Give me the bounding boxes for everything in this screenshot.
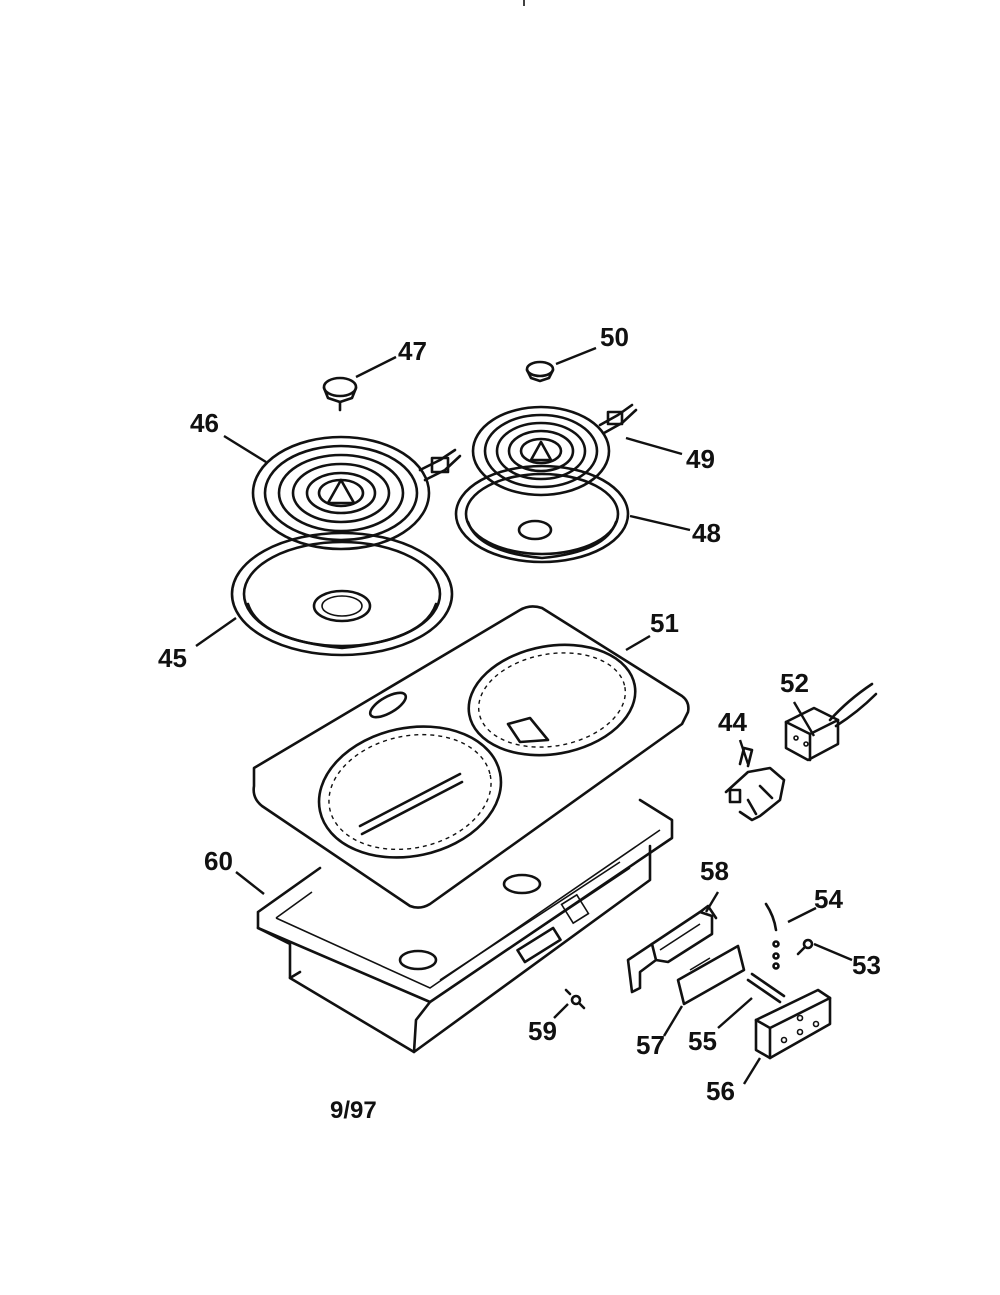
- label-45: 45: [158, 643, 187, 673]
- part-58-bracket: [626, 904, 718, 994]
- label-44: 44: [718, 707, 747, 737]
- part-57-plate: [676, 944, 746, 1006]
- part-45-large-drip-pan: [230, 531, 454, 657]
- label-58: 58: [700, 856, 729, 886]
- part-53-screw: [796, 938, 814, 956]
- label-60: 60: [204, 846, 233, 876]
- label-55: 55: [688, 1026, 717, 1056]
- label-56: 56: [706, 1076, 735, 1106]
- label-47: 47: [398, 336, 427, 366]
- label-57: 57: [636, 1030, 665, 1060]
- part-44-receptacle: [724, 746, 786, 822]
- leader-lines: [195, 346, 853, 1085]
- label-49: 49: [686, 444, 715, 474]
- label-53: 53: [852, 950, 881, 980]
- part-56-switch-block: [754, 988, 832, 1060]
- part-50-cap: [525, 360, 555, 383]
- part-46-large-coil-element: [251, 435, 462, 551]
- label-46: 46: [190, 408, 219, 438]
- label-54: 54: [814, 884, 843, 914]
- label-50: 50: [600, 322, 629, 352]
- revision-date: 9/97: [330, 1097, 377, 1124]
- label-52: 52: [780, 668, 809, 698]
- part-52-terminal-block: [784, 682, 878, 762]
- part-59-screw: [564, 988, 586, 1010]
- part-47-cap: [322, 376, 358, 412]
- part-60-burner-box: [256, 798, 674, 1054]
- part-48-small-drip-pan: [454, 464, 630, 564]
- label-48: 48: [692, 518, 721, 548]
- part-54-wire: [764, 902, 780, 970]
- part-55-rod: [746, 972, 786, 1004]
- part-49-small-coil-element: [471, 403, 638, 497]
- label-59: 59: [528, 1016, 557, 1046]
- part-51-top-plate: [252, 605, 690, 909]
- label-51: 51: [650, 608, 679, 638]
